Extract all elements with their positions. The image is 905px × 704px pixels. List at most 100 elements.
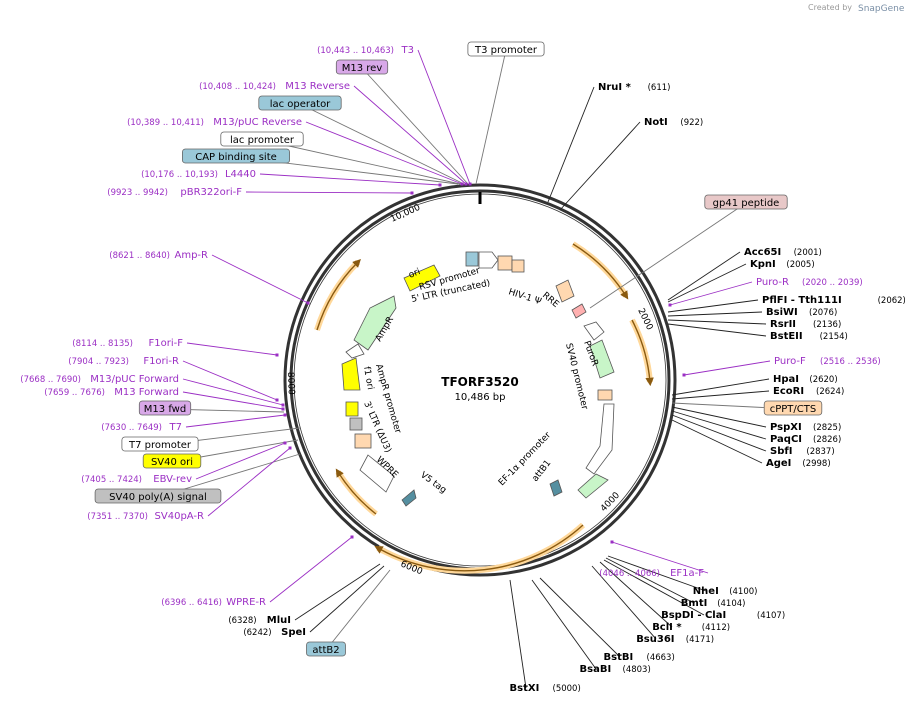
feature-label-t3-promoter: T3 promoter xyxy=(474,45,538,56)
callout-bsiwi[interactable]: (2076)BsiWI xyxy=(766,307,837,318)
primer-site-t7 xyxy=(283,413,287,417)
primer-site-sv40pa-r xyxy=(288,446,292,450)
callout-gp41-peptide[interactable]: gp41 peptide xyxy=(704,194,788,210)
callout-line-m13-forward xyxy=(182,391,284,410)
enzyme-name-agei: AgeI xyxy=(766,458,791,469)
ef1a-gene-feature xyxy=(577,473,609,499)
primer-name-f1ori-f: F1ori-F xyxy=(149,338,184,349)
callout-ecori[interactable]: (2624)EcoRI xyxy=(773,386,844,397)
primer-pos-m13-puc-reverse: (10,389 .. 10,411) xyxy=(127,118,204,128)
callout-bsabi[interactable]: (4803)BsaBI xyxy=(580,664,651,675)
feature-label-m13-fwd: M13 fwd xyxy=(144,404,186,415)
callout-nrui[interactable]: (611)NruI * xyxy=(598,82,670,93)
callout-ebv-rev[interactable]: (7405 .. 7424)EBV-rev xyxy=(81,474,192,485)
primer-site-pbr322ori-f xyxy=(410,191,414,195)
plasmid-name: TFORF3520 xyxy=(441,375,518,389)
callout-sv40-poly-a-signal[interactable]: SV40 poly(A) signal xyxy=(94,488,222,504)
callout-line-t3-promoter xyxy=(475,49,507,185)
callout-line-puro-f xyxy=(683,360,771,376)
sv40-ori-feature xyxy=(345,401,359,417)
primer-pos-m13-forward: (7659 .. 7676) xyxy=(44,388,105,398)
callout-bsu36i[interactable]: (4171)Bsu36I xyxy=(636,634,714,645)
callout-mlui[interactable]: (6328) MluI xyxy=(228,615,291,626)
callout-t3-promoter[interactable]: T3 promoter xyxy=(467,41,545,57)
callout-lac-operator[interactable]: lac operator xyxy=(258,95,342,111)
enzyme-name-bstxi: BstXI xyxy=(510,683,540,694)
primer-pos-f1ori-r: (7904 .. 7923) xyxy=(68,357,129,367)
primer-site-l4440 xyxy=(438,183,442,187)
callout-bsteii[interactable]: (2154)BstEII xyxy=(770,331,848,342)
callout-amp-r[interactable]: (8621 .. 8640)Amp-R xyxy=(109,250,208,261)
callout-bmti[interactable]: (4104)BmtI xyxy=(681,598,746,609)
callout-cppt-cts[interactable]: cPPT/CTS xyxy=(763,400,823,416)
callout-m13-rev[interactable]: M13 rev xyxy=(335,59,389,75)
callout-paqci[interactable]: (2826)PaqCI xyxy=(770,434,841,445)
callout-attb2[interactable]: attB2 xyxy=(306,641,346,657)
callout-puro-f[interactable]: (2516 .. 2536)Puro-F xyxy=(774,356,881,367)
callout-line-ef1a-f xyxy=(611,541,709,574)
callout-rsrii[interactable]: (2136)RsrII xyxy=(770,319,841,330)
callout-spei[interactable]: (6242)SpeI xyxy=(243,627,306,638)
callout-t7-promoter[interactable]: T7 promoter xyxy=(121,436,199,452)
enzyme-pos-mlui: (6328) xyxy=(228,616,256,626)
callout-pspxi[interactable]: (2825)PspXI xyxy=(770,422,841,433)
callout-nhei[interactable]: (4100)NheI xyxy=(693,586,758,597)
callout-sv40-ori[interactable]: SV40 ori xyxy=(142,453,202,469)
callout-line-l4440 xyxy=(259,173,441,186)
callout-bstxi[interactable]: (5000)BstXI xyxy=(510,683,581,694)
callout-lac-promoter[interactable]: lac promoter xyxy=(220,131,304,147)
callout-cap-binding-site[interactable]: CAP binding site xyxy=(181,148,290,164)
callout-line-attb2 xyxy=(325,569,391,651)
callout-line-m13-puc-reverse xyxy=(305,121,463,185)
callout-sbfi[interactable]: (2837)SbfI xyxy=(770,446,835,457)
callout-t7[interactable]: (7630 .. 7649)T7 xyxy=(101,422,182,433)
callout-m13-puc-reverse[interactable]: (10,389 .. 10,411)M13/pUC Reverse xyxy=(127,117,302,128)
primer-name-sv40pa-r: SV40pA-R xyxy=(155,511,204,522)
callout-sv40pa-r[interactable]: (7351 .. 7370)SV40pA-R xyxy=(87,511,204,522)
enzyme-name-bcli: BclI * xyxy=(652,622,682,633)
callout-agei[interactable]: (2998)AgeI xyxy=(766,458,831,469)
callout-f1ori-f[interactable]: (8114 .. 8135)F1ori-F xyxy=(72,338,183,349)
callout-wpre-r[interactable]: (6396 .. 6416)WPRE-R xyxy=(161,597,266,608)
callout-bspdi-clai[interactable]: (4107)BspDI - ClaI xyxy=(661,610,785,621)
callout-line-agei xyxy=(671,419,763,464)
enzyme-name-acc65i: Acc65I xyxy=(744,247,781,258)
callout-f1ori-r[interactable]: (7904 .. 7923)F1ori-R xyxy=(68,356,179,367)
primer-pos-puro-f: (2516 .. 2536) xyxy=(820,357,881,367)
callout-ef1a-f[interactable]: (4046 .. 4066)EF1a-F xyxy=(599,568,704,579)
callout-line-m13-reverse xyxy=(353,85,467,185)
enzyme-pos-acc65i: (2001) xyxy=(794,248,822,258)
callout-l4440[interactable]: (10,176 .. 10,193)L4440 xyxy=(141,169,256,180)
callout-pflfi-tth111i[interactable]: (2062)PflFI - Tth111I xyxy=(762,295,905,306)
rre-label: RRE xyxy=(540,291,561,311)
callout-line-pflfi-tth111i xyxy=(667,299,759,313)
callout-line-paqci xyxy=(671,410,767,440)
enzyme-pos-pspxi: (2825) xyxy=(813,423,841,433)
tick-label-8000: 8000 xyxy=(285,372,296,396)
callout-noti[interactable]: (922)NotI xyxy=(644,117,703,128)
callout-pbr322ori-f[interactable]: (9923 .. 9942)pBR322ori-F xyxy=(107,187,242,198)
callout-bcli[interactable]: (4112)BclI * xyxy=(652,622,730,633)
callout-acc65i[interactable]: (2001) Acc65I xyxy=(744,247,822,258)
callout-line-nrui xyxy=(547,86,595,203)
primer-site-puro-r xyxy=(668,303,672,307)
primer-name-wpre-r: WPRE-R xyxy=(226,597,266,608)
callout-puro-r[interactable]: (2020 .. 2039)Puro-R xyxy=(756,277,863,288)
enzyme-name-sbfi: SbfI xyxy=(770,446,792,457)
callout-hpai[interactable]: (2620)HpaI xyxy=(773,374,838,385)
ori-label: ori xyxy=(407,267,422,281)
ltr3-feature xyxy=(354,433,372,449)
callout-kpni[interactable]: (2005)KpnI xyxy=(750,259,815,270)
callout-m13-forward[interactable]: (7659 .. 7676)M13 Forward xyxy=(44,387,179,398)
callout-m13-fwd[interactable]: M13 fwd xyxy=(138,400,192,416)
primer-name-l4440: L4440 xyxy=(225,169,256,180)
callout-bstbi[interactable]: (4663)BstBI xyxy=(604,652,675,663)
callout-m13-puc-forward[interactable]: (7668 .. 7690)M13/pUC Forward xyxy=(20,374,179,385)
primer-site-f1ori-r xyxy=(275,398,279,402)
enzyme-name-mlui: MluI xyxy=(267,615,291,626)
feature-label-sv40-ori: SV40 ori xyxy=(151,457,193,468)
callout-m13-reverse[interactable]: (10,408 .. 10,424)M13 Reverse xyxy=(199,81,350,92)
rre-feature xyxy=(511,259,525,273)
enzyme-name-nrui: NruI * xyxy=(598,82,632,93)
callout-t3[interactable]: (10,443 .. 10,463)T3 xyxy=(317,45,414,56)
